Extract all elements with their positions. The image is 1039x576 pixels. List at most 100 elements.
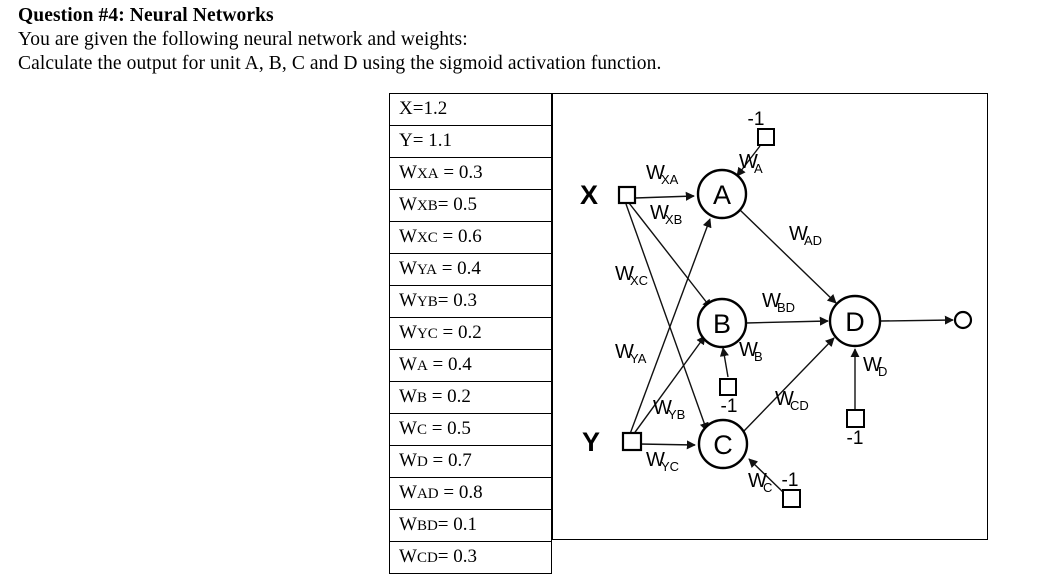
table-row: WXA = 0.3 bbox=[389, 157, 552, 190]
bias-value-a: -1 bbox=[748, 109, 765, 130]
edge-label-wb-sub: B bbox=[754, 349, 763, 364]
bias-node-d[interactable] bbox=[846, 409, 865, 428]
weight-value: =1.2 bbox=[412, 98, 448, 119]
weight-subscript: XB bbox=[416, 198, 438, 214]
edge-y-to-b bbox=[632, 335, 706, 436]
edge-y-to-a bbox=[629, 218, 712, 435]
edge-label-wxa: W XA bbox=[646, 162, 679, 187]
table-row: WAD = 0.8 bbox=[389, 477, 552, 510]
weights-cell-8: WA = 0.4 bbox=[389, 349, 552, 382]
weight-name: W bbox=[399, 162, 417, 183]
network-diagram-svg: X Y A B C D -1 -1 -1 -1 W bbox=[580, 109, 973, 508]
unit-node-d[interactable] bbox=[828, 294, 882, 348]
weight-value: = 1.1 bbox=[412, 130, 452, 151]
weight-name: X bbox=[399, 98, 413, 119]
table-row: WYA = 0.4 bbox=[389, 253, 552, 286]
weight-name: W bbox=[399, 546, 417, 567]
weight-subscript: YC bbox=[416, 326, 438, 342]
edge-x-to-b bbox=[628, 202, 712, 309]
table-row: WB = 0.2 bbox=[389, 381, 552, 414]
edge-label-wxb-main: W bbox=[650, 202, 669, 224]
edge-label-wc: W C bbox=[748, 470, 772, 495]
weights-cell-13: WBD= 0.1 bbox=[389, 509, 552, 542]
weight-value: = 0.3 bbox=[443, 162, 483, 183]
edge-label-wa-sub: A bbox=[754, 161, 763, 176]
weight-subscript: A bbox=[416, 358, 428, 374]
table-row: WD = 0.7 bbox=[389, 445, 552, 478]
edge-d-to-output bbox=[880, 315, 954, 325]
weight-subscript: C bbox=[416, 422, 427, 438]
weight-value: = 0.1 bbox=[437, 514, 477, 535]
unit-node-c[interactable] bbox=[697, 418, 749, 470]
weights-cell-11: WD = 0.7 bbox=[389, 445, 552, 478]
edge-label-wxc-sub: XC bbox=[630, 273, 648, 288]
weights-cell-10: WC = 0.5 bbox=[389, 413, 552, 446]
edge-b-to-d bbox=[745, 316, 829, 326]
weight-value: = 0.3 bbox=[437, 290, 477, 311]
table-row: WA = 0.4 bbox=[389, 349, 552, 382]
weight-name: W bbox=[399, 450, 417, 471]
input-node-x[interactable] bbox=[617, 185, 637, 205]
weights-cell-5: WYA = 0.4 bbox=[389, 253, 552, 286]
edge-label-wb-main: W bbox=[739, 339, 758, 361]
bias-node-c[interactable] bbox=[782, 489, 801, 508]
weight-subscript: XC bbox=[416, 230, 438, 246]
edge-bias-c bbox=[748, 458, 786, 495]
edge-label-wxa-sub: XA bbox=[661, 172, 679, 187]
weight-name: W bbox=[399, 482, 417, 503]
edge-label-wc-sub: C bbox=[763, 480, 772, 495]
bias-node-b[interactable] bbox=[719, 378, 737, 396]
edge-label-wyb: W YB bbox=[653, 397, 685, 422]
edge-label-wxc-main: W bbox=[615, 263, 634, 285]
edge-x-to-c bbox=[625, 203, 709, 432]
edge-label-wc-main: W bbox=[748, 470, 767, 492]
weights-cell-3: WXB= 0.5 bbox=[389, 189, 552, 222]
edge-bias-a bbox=[736, 145, 761, 177]
weight-subscript: CD bbox=[416, 550, 438, 566]
edge-label-wd: W D bbox=[863, 354, 887, 379]
table-row: WYC = 0.2 bbox=[389, 317, 552, 350]
input-label-x: X bbox=[580, 180, 598, 210]
weight-name: Y bbox=[399, 130, 413, 151]
input-node-y[interactable] bbox=[621, 431, 643, 452]
edge-label-wa: W A bbox=[739, 151, 763, 176]
weight-value: = 0.7 bbox=[432, 450, 472, 471]
edge-label-wyb-main: W bbox=[653, 397, 672, 419]
table-row: WYB= 0.3 bbox=[389, 285, 552, 318]
unit-node-a[interactable] bbox=[696, 168, 748, 220]
edge-label-wad-sub: AD bbox=[804, 233, 822, 248]
edge-label-wyc: W YC bbox=[646, 449, 679, 474]
edge-label-wyb-sub: YB bbox=[668, 407, 685, 422]
weight-subscript: B bbox=[416, 390, 427, 406]
weight-subscript: YB bbox=[416, 294, 438, 310]
weight-name: W bbox=[399, 514, 417, 535]
edge-a-to-d bbox=[739, 209, 837, 304]
weight-name: W bbox=[399, 322, 417, 343]
edge-label-wxb: W XB bbox=[650, 202, 682, 227]
table-row: WBD= 0.1 bbox=[389, 509, 552, 542]
edge-label-wa-main: W bbox=[739, 151, 758, 173]
weight-subscript: YA bbox=[416, 262, 437, 278]
edge-label-wbd-main: W bbox=[762, 290, 781, 312]
bias-value-b: -1 bbox=[721, 396, 738, 417]
edge-label-wd-main: W bbox=[863, 354, 882, 376]
output-node[interactable] bbox=[953, 310, 973, 330]
table-row: WXB= 0.5 bbox=[389, 189, 552, 222]
unit-node-b[interactable] bbox=[696, 297, 748, 349]
bias-node-a[interactable] bbox=[757, 128, 775, 146]
edge-x-to-a bbox=[634, 191, 695, 201]
weights-cell-6: WYB= 0.3 bbox=[389, 285, 552, 318]
edge-label-wya-main: W bbox=[615, 341, 634, 363]
bias-value-d: -1 bbox=[847, 428, 864, 449]
edge-label-wcd-main: W bbox=[775, 388, 794, 410]
unit-label-a: A bbox=[713, 180, 731, 210]
table-row: WXC = 0.6 bbox=[389, 221, 552, 254]
weight-name: W bbox=[399, 194, 417, 215]
weight-value: = 0.4 bbox=[432, 354, 472, 375]
weights-cell-12: WAD = 0.8 bbox=[389, 477, 552, 510]
weight-value: = 0.5 bbox=[437, 194, 477, 215]
unit-label-c: C bbox=[713, 430, 733, 460]
question-line-3: Calculate the output for unit A, B, C an… bbox=[18, 53, 662, 74]
edge-y-to-c bbox=[638, 440, 696, 450]
question-line-2: You are given the following neural netwo… bbox=[18, 29, 468, 50]
